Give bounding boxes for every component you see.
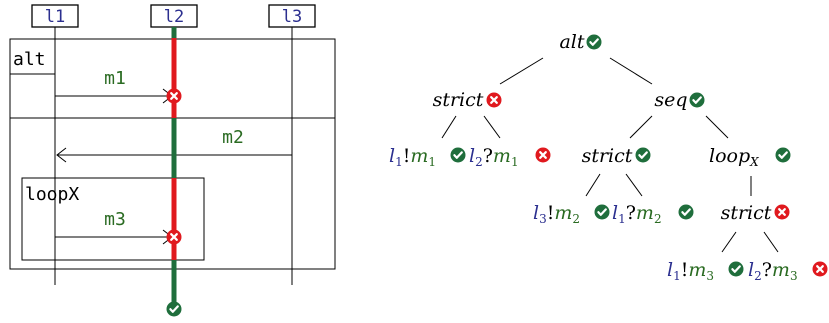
check-icon [449,146,467,164]
tree-leaf-l2-receive-m1: l2?m1 [469,145,552,169]
lifeline-head-l2: l2 [150,4,198,28]
tree-leaf-l1-receive-m2: l1?m2 [612,202,695,226]
evaluation-tree: alt strict seq l1!m1 l2?m1 [389,31,829,283]
message-label-m3: m3 [104,209,126,230]
leaf-label: l1!m1 [389,145,436,169]
node-label: seq [654,89,687,111]
fail-icon [485,91,503,109]
loop-fragment-label: loopX [25,184,79,205]
tree-node-strict-left: strict [433,89,503,111]
check-icon [593,203,611,221]
lifeline-head-l3: l3 [268,4,316,28]
loop-fragment [21,177,205,261]
message-label-m2: m2 [222,127,244,148]
message-label-m1: m1 [104,68,126,89]
message-m1: m1 [55,68,173,104]
fail-icon [773,203,791,221]
check-icon [727,260,745,278]
lifeline-head-l1: l1 [31,4,79,28]
fail-icon [811,260,829,278]
sequence-diagram: l1 l2 l3 alt loopX m1 m2 [9,4,336,318]
tree-leaf-l1-send-m1: l1!m1 [389,145,467,169]
fail-icon [165,87,183,105]
lifeline-label-l2: l2 [164,7,184,27]
check-icon [165,300,183,318]
leaf-label: l2?m1 [469,145,519,169]
leaf-label: l1!m3 [667,259,714,283]
node-label: strict [433,89,484,111]
check-icon [774,146,792,164]
fail-icon [165,228,183,246]
node-label: loopX [709,145,759,169]
check-icon [688,91,706,109]
message-m3: m3 [55,209,173,245]
tree-leaf-l3-send-m2: l3!m2 [533,202,611,226]
alt-fragment-tab [10,38,56,75]
lifeline-label-l1: l1 [45,7,65,27]
leaf-label: l1?m2 [612,202,662,226]
tree-node-seq: seq [654,89,706,111]
tree-edges [441,57,779,253]
node-label: strict [582,145,633,167]
fail-icon [534,146,552,164]
alt-fragment-label: alt [13,49,46,70]
tree-node-strict-seq: strict [582,145,652,167]
check-icon [677,203,695,221]
node-label: strict [721,202,772,224]
check-icon [585,33,603,51]
tree-leaf-l1-send-m3: l1!m3 [667,259,745,283]
node-label: alt [559,31,584,53]
lifeline-label-l3: l3 [282,7,302,27]
check-icon [634,146,652,164]
tree-node-loop: loopX [709,145,792,169]
leaf-label: l2?m3 [748,259,798,283]
tree-node-alt: alt [559,31,603,53]
tree-leaf-l2-receive-m3: l2?m3 [748,259,829,283]
leaf-label: l3!m2 [533,202,580,226]
tree-node-strict-loop: strict [721,202,791,224]
